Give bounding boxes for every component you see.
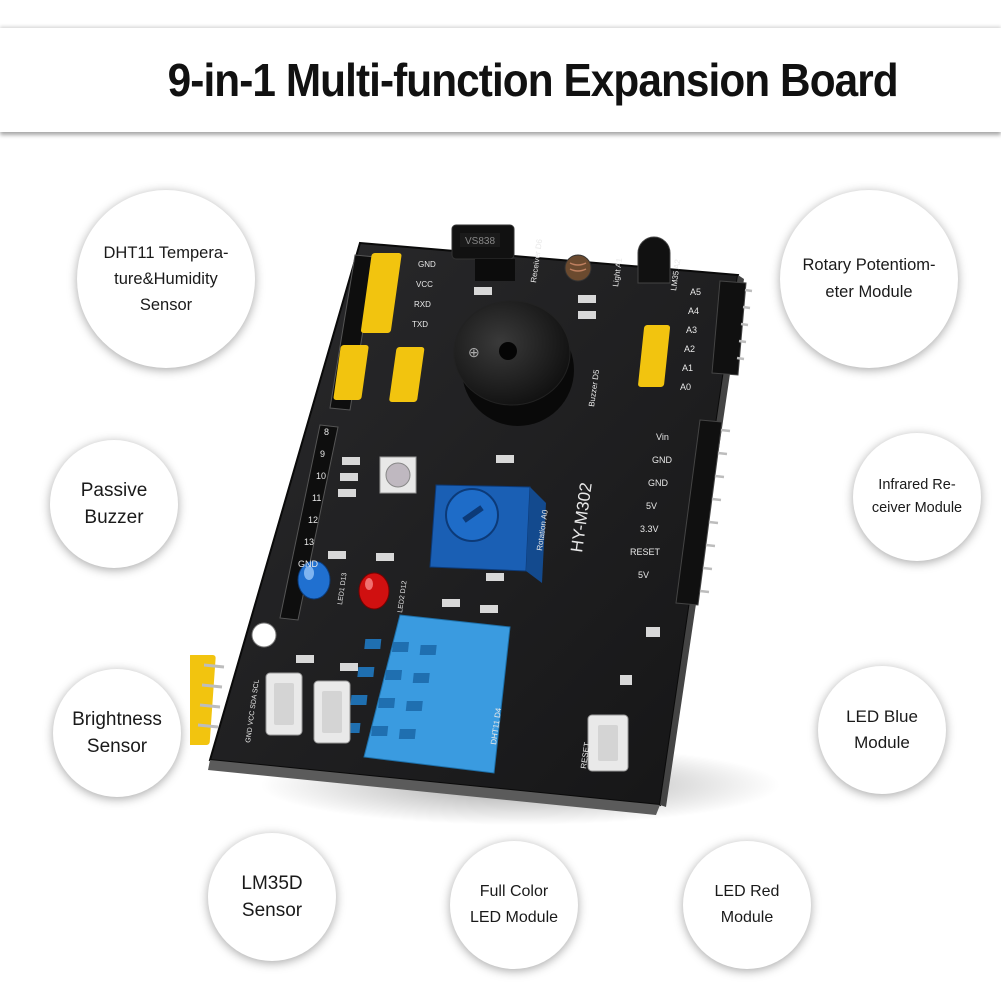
- pin-label: 10: [316, 471, 326, 481]
- feature-bubble-infrared: Infrared Re- ceiver Module: [853, 433, 981, 561]
- expansion-board-image: VS838 ⊕: [181, 195, 790, 835]
- feature-text: LED Module: [469, 909, 559, 926]
- pin-label: GND: [418, 260, 436, 269]
- feature-text: Passive: [80, 480, 148, 501]
- mounting-hole: [251, 622, 277, 648]
- led-blue-component: [297, 560, 331, 600]
- reset-button-label: RESET: [579, 742, 592, 770]
- feature-text: Infrared Re-: [878, 477, 956, 493]
- dht11-component: [343, 614, 511, 774]
- pin-label: 9: [320, 449, 325, 459]
- i2c-header: [181, 655, 225, 745]
- feature-bubble-brightness: Brightness Sensor: [53, 669, 181, 797]
- feature-text: Brightness: [72, 709, 162, 730]
- pin-label: A3: [686, 325, 697, 335]
- pin-label: 5V: [638, 570, 649, 580]
- pin-label: GND: [298, 559, 319, 569]
- led-red-component: [358, 572, 390, 610]
- svg-text:⊕: ⊕: [468, 344, 480, 360]
- uart-header: [333, 253, 671, 402]
- smd-components: [296, 287, 660, 685]
- led2-label: LED2 D12: [397, 580, 408, 613]
- feature-bubble-dht11: DHT11 Tempera- ture&Humidity Sensor: [77, 190, 255, 368]
- feature-text: ture&Humidity: [114, 270, 218, 288]
- ir-receiver: VS838: [451, 224, 515, 281]
- pin-label: A2: [684, 344, 695, 354]
- feature-bubble-led-red: LED Red Module: [683, 841, 811, 969]
- pin-label: A5: [690, 287, 701, 297]
- pin-label: 11: [312, 493, 321, 503]
- feature-bubble-led-blue: LED Blue Module: [818, 666, 946, 794]
- feature-text: Module: [854, 733, 910, 752]
- pin-label: A0: [680, 382, 691, 392]
- feature-bubble-lm35d: LM35D Sensor: [208, 833, 336, 961]
- feature-text: Module: [720, 909, 774, 926]
- feature-text: Full Color: [479, 883, 549, 900]
- lm35-sensor: [637, 236, 671, 284]
- title-banner: 9-in-1 Multi-function Expansion Board: [0, 28, 1001, 132]
- pin-label: 3.3V: [640, 524, 659, 534]
- pin-label: A1: [682, 363, 693, 373]
- pin-label: TXD: [412, 320, 428, 329]
- feature-bubble-buzzer: Passive Buzzer: [50, 440, 178, 568]
- pin-label: Vin: [656, 432, 669, 442]
- feature-text: Rotary Potentiom-: [802, 256, 936, 274]
- pin-label: A4: [688, 306, 699, 316]
- feature-text: LM35D: [241, 873, 303, 894]
- feature-text: LED Blue: [846, 707, 918, 726]
- full-color-led: [379, 456, 417, 494]
- feature-text: DHT11 Tempera-: [103, 244, 229, 262]
- pin-label: 12: [308, 515, 318, 525]
- push-buttons: [265, 672, 629, 772]
- pin-label: RXD: [414, 300, 431, 309]
- pin-label: GND: [652, 455, 673, 465]
- feature-bubble-potentiometer: Rotary Potentiom- eter Module: [780, 190, 958, 368]
- feature-bubble-full-color: Full Color LED Module: [450, 841, 578, 969]
- right-header-pins: [675, 280, 753, 606]
- page-title: 9-in-1 Multi-function Expansion Board: [167, 54, 899, 106]
- feature-text: Buzzer: [84, 507, 144, 528]
- feature-text: Sensor: [86, 736, 148, 757]
- ir-chip-label: VS838: [465, 236, 495, 247]
- pin-label: VCC: [416, 280, 433, 289]
- feature-text: ceiver Module: [871, 500, 963, 516]
- pin-label: 13: [304, 537, 314, 547]
- pin-label: GND: [648, 478, 669, 488]
- feature-text: Sensor: [241, 900, 303, 921]
- pin-label: 5V: [646, 501, 657, 511]
- feature-text: Sensor: [139, 296, 193, 314]
- feature-text: eter Module: [825, 283, 913, 301]
- pin-label: 8: [324, 427, 329, 437]
- pin-label: RESET: [630, 547, 661, 557]
- led1-label: LED1 D13: [337, 572, 348, 605]
- light-label: Light A1: [611, 257, 624, 287]
- lm35-label: LM35 A2: [669, 258, 682, 291]
- feature-text: LED Red: [714, 883, 780, 900]
- rotary-potentiometer: [429, 484, 546, 583]
- light-sensor: [564, 254, 592, 282]
- passive-buzzer: ⊕: [453, 300, 574, 426]
